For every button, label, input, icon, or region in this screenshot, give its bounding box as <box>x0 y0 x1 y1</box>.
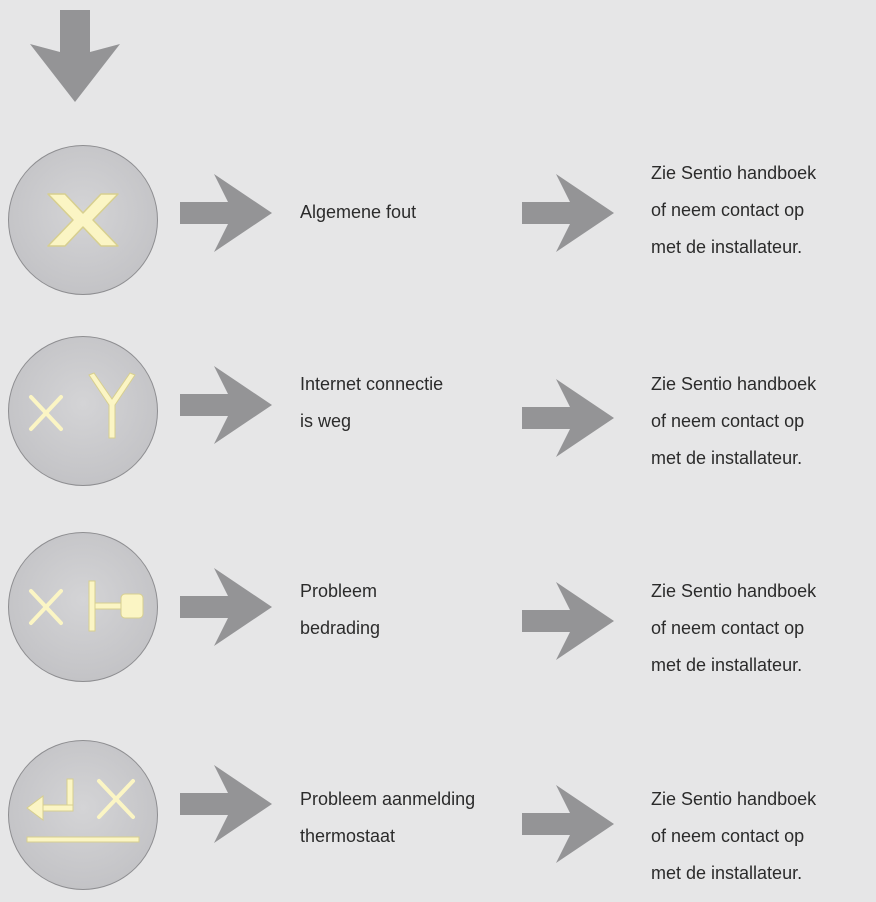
label-line: thermostaat <box>300 826 396 846</box>
arrow-right-icon <box>180 366 272 444</box>
row-advice-wiring: Zie Sentio handboek of neem contact op m… <box>651 573 816 684</box>
advice-line: of neem contact op <box>651 826 805 846</box>
label-line: Probleem <box>300 581 378 601</box>
row-advice-registration: Zie Sentio handboek of neem contact op m… <box>651 781 816 892</box>
advice-line: Zie Sentio handboek <box>651 374 817 394</box>
status-indicator-registration <box>8 740 158 890</box>
row-label-general-error: Algemene fout <box>300 194 416 231</box>
advice-line: Zie Sentio handboek <box>651 163 817 183</box>
status-indicator-internet <box>8 336 158 486</box>
row-advice-general-error: Zie Sentio handboek of neem contact op m… <box>651 155 816 266</box>
x-wiring-icon <box>29 580 144 632</box>
advice-line: met de installateur. <box>651 448 803 468</box>
advice-line: met de installateur. <box>651 655 803 675</box>
advice-line: Zie Sentio handboek <box>651 581 817 601</box>
error-x-icon <box>47 193 119 247</box>
row-advice-internet: Zie Sentio handboek of neem contact op m… <box>651 366 816 477</box>
advice-line: of neem contact op <box>651 618 805 638</box>
advice-line: met de installateur. <box>651 237 803 257</box>
advice-line: of neem contact op <box>651 411 805 431</box>
arrow-right-icon <box>522 379 614 457</box>
status-indicator-general-error <box>8 145 158 295</box>
label-line: is weg <box>300 411 352 431</box>
advice-line: met de installateur. <box>651 863 803 883</box>
arrow-right-icon <box>180 765 272 843</box>
arrow-right-icon <box>180 568 272 646</box>
label-line: Algemene fout <box>300 202 417 222</box>
enter-x-icon <box>26 778 140 843</box>
label-line: Probleem aanmelding <box>300 789 476 809</box>
label-line: bedrading <box>300 618 381 638</box>
advice-line: of neem contact op <box>651 200 805 220</box>
status-indicator-wiring <box>8 532 158 682</box>
arrow-right-icon <box>180 174 272 252</box>
x-antenna-icon <box>29 372 136 439</box>
advice-line: Zie Sentio handboek <box>651 789 817 809</box>
arrow-right-icon <box>522 174 614 252</box>
arrow-right-icon <box>522 582 614 660</box>
row-label-registration: Probleem aanmelding thermostaat <box>300 781 475 855</box>
down-arrow-icon <box>30 10 120 102</box>
arrow-right-icon <box>522 785 614 863</box>
row-label-internet: Internet connectie is weg <box>300 366 443 440</box>
row-label-wiring: Probleem bedrading <box>300 573 380 647</box>
label-line: Internet connectie <box>300 374 444 394</box>
